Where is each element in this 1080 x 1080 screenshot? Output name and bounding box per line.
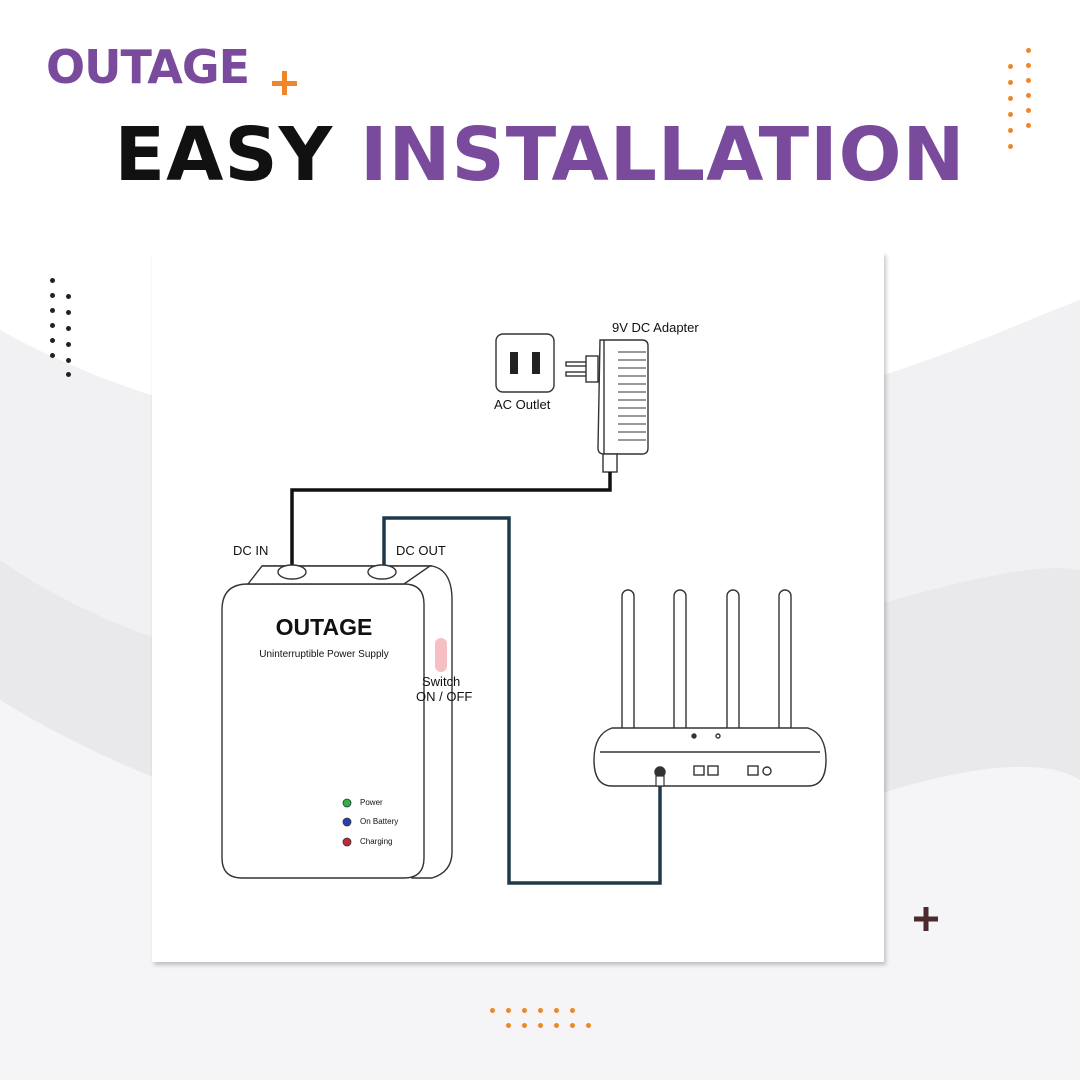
decorative-dots-top-right xyxy=(1008,48,1032,149)
led-label-charging: Charging xyxy=(360,837,393,846)
dc-in-cable xyxy=(290,472,612,572)
led-label-on-battery: On Battery xyxy=(360,817,399,826)
plus-icon-dark xyxy=(914,907,938,931)
ups-brand: OUTAGE xyxy=(275,614,373,640)
outlet-label: AC Outlet xyxy=(494,397,551,412)
title-word-easy: EASY xyxy=(114,112,334,198)
power-switch xyxy=(435,638,447,672)
ups-front-panel xyxy=(221,583,425,879)
title-word-installation: INSTALLATION xyxy=(360,112,966,198)
power-led xyxy=(342,798,352,808)
ac-outlet-icon xyxy=(495,333,555,393)
ups-subtitle: Uninterruptible Power Supply xyxy=(259,649,389,660)
battery-led xyxy=(342,817,352,827)
dc-in-label: DC IN xyxy=(233,543,269,558)
led-label-power: Power xyxy=(360,798,383,807)
adapter-label: 9V DC Adapter xyxy=(612,320,699,335)
plus-icon xyxy=(272,71,297,95)
decorative-dots-left xyxy=(50,278,74,378)
dc-out-label: DC OUT xyxy=(396,543,446,558)
charging-led xyxy=(342,837,352,847)
page-title: EASY INSTALLATION xyxy=(0,112,1080,198)
switch-label-line2: ON / OFF xyxy=(416,689,473,704)
dc-out-cable xyxy=(382,516,662,885)
dc-out-port xyxy=(367,564,397,580)
adapter-icon xyxy=(597,339,649,455)
brand-logo: OUTAGE xyxy=(46,40,250,94)
dc-in-port xyxy=(277,564,307,580)
switch-label-line1: Switch xyxy=(422,674,461,689)
decorative-dots-bottom xyxy=(490,1008,591,1032)
router-icon xyxy=(593,589,827,787)
